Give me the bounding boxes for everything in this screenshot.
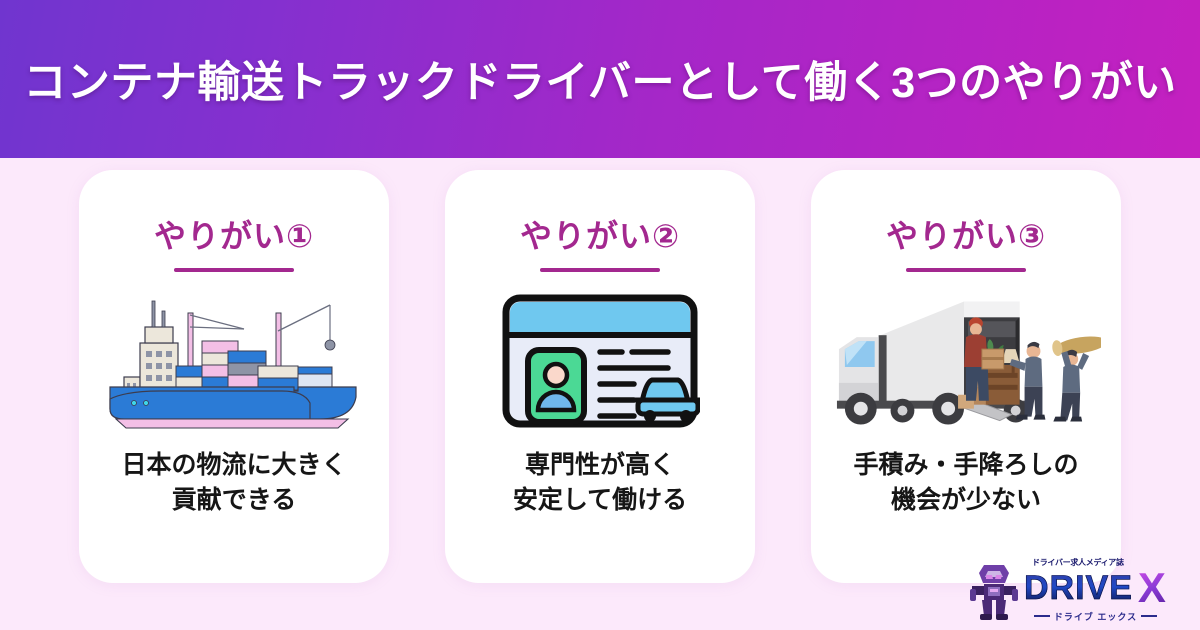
logo-dash-right [1141,615,1158,618]
logo-dash-left [1033,615,1050,618]
card-2-title-underline [540,268,660,272]
drivers-license-card-icon [502,294,700,428]
logo-subtitle-row: ドライブ エックス [1033,610,1158,623]
card-1-caption: 日本の物流に大きく 貢献できる [121,451,347,514]
card-3-caption: 手積み・手降ろしの 機会が少ない [853,451,1079,514]
car-icon [630,377,700,422]
card-1-title: やりがい① [153,218,315,254]
brand-logo[interactable]: ドライバー求人メディア誌 DRIVE X ドライブ エックス [966,554,1186,626]
logo-name: DRIVE X [1024,564,1167,612]
cards-row: やりがい① [0,158,1200,630]
header-banner: コンテナ輸送トラックドライバーとして働く3つのやりがい [0,0,1200,158]
card-1-title-underline [174,268,294,272]
container-ship-icon [109,300,357,429]
card-benefit-1: やりがい① [79,170,389,583]
robot-mascot-icon [970,565,1018,620]
card-3-title: やりがい③ [885,218,1047,254]
card-3-title-underline [906,268,1026,272]
card-benefit-2: やりがい② [445,170,755,583]
card-2-illustration [465,286,735,436]
logo-name-main: DRIVE [1024,568,1133,607]
card-benefit-3: やりがい③ [811,170,1121,583]
page-title: コンテナ輸送トラックドライバーとして働く3つのやりがい [23,59,1177,107]
card-3-illustration [831,286,1101,436]
moving-truck-loading-icon [836,301,1101,425]
card-1-illustration [99,286,369,436]
logo-subtitle: ドライブ エックス [1053,611,1138,622]
card-2-caption: 専門性が高く 安定して働ける [512,451,688,514]
logo-wordmark: ドライバー求人メディア誌 DRIVE X ドライブ エックス [1024,557,1167,623]
logo-name-x: X [1137,564,1167,612]
card-2-title: やりがい② [519,218,681,254]
logo-tagline: ドライバー求人メディア誌 [1032,558,1124,568]
